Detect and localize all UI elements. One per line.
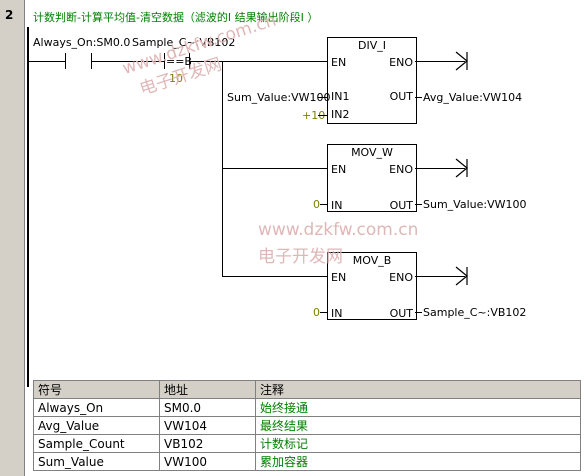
movw-in-operand[interactable]: 0 — [313, 198, 320, 211]
wire — [415, 168, 465, 169]
movb-output-arrow-icon — [455, 266, 468, 286]
network-number: 2 — [5, 8, 14, 22]
wire — [415, 97, 422, 98]
div-i-title: DIV_I — [358, 39, 386, 52]
mov-w-title: MOV_W — [351, 146, 393, 159]
wire — [29, 61, 65, 62]
wire — [318, 115, 327, 116]
comment-cell[interactable]: 始终接通 — [255, 398, 581, 417]
address-cell[interactable]: SM0.0 — [159, 398, 256, 417]
address-cell[interactable]: VW104 — [159, 416, 256, 435]
symbol-cell[interactable]: Sample_Count — [33, 434, 160, 453]
movb-out-operand[interactable]: Sample_C~:VB102 — [423, 306, 527, 319]
wire — [190, 61, 327, 62]
address-cell[interactable]: VW100 — [159, 452, 256, 471]
div-in1-operand[interactable]: Sum_Value:VW100 — [227, 91, 331, 104]
contact1-right-bar[interactable] — [91, 53, 92, 69]
comment-cell[interactable]: 最终结果 — [255, 416, 581, 435]
table-row[interactable]: Always_On SM0.0 始终接通 — [33, 398, 581, 417]
header-comment[interactable]: 注释 — [255, 380, 581, 399]
network-gutter — [0, 0, 25, 476]
mov-b-block[interactable]: MOV_B EN ENO IN OUT — [327, 252, 417, 320]
mov-w-block[interactable]: MOV_W EN ENO IN OUT — [327, 144, 417, 212]
movb-eno-pin: ENO — [389, 271, 413, 284]
contact2-compare-value: 10 — [169, 72, 183, 85]
wire — [92, 61, 132, 62]
contact1-label: Always_On:SM0.0 — [33, 36, 131, 49]
div-in2-pin: IN2 — [331, 108, 350, 121]
symbol-cell[interactable]: Always_On — [33, 398, 160, 417]
contact2-operator: ==B — [166, 55, 192, 68]
wire — [318, 97, 327, 98]
watermark-url-center: www.dzkfw.com.cn — [258, 220, 419, 240]
wire — [132, 61, 164, 62]
symbol-table-header: 符号 地址 注释 — [33, 380, 581, 399]
wire — [415, 61, 465, 62]
table-row[interactable]: Sum_Value VW100 累加容器 — [33, 452, 581, 471]
div-in1-pin: IN1 — [331, 90, 350, 103]
div-eno-pin: ENO — [389, 56, 413, 69]
power-rail — [27, 27, 29, 387]
contact1-left-bar[interactable] — [65, 53, 66, 69]
symbol-cell[interactable]: Avg_Value — [33, 416, 160, 435]
div-out-pin: OUT — [389, 90, 413, 103]
table-row[interactable]: Avg_Value VW104 最终结果 — [33, 416, 581, 435]
div-in2-operand[interactable]: +10 — [302, 109, 326, 122]
wire — [415, 276, 465, 277]
movw-out-pin: OUT — [389, 199, 413, 212]
movw-en-pin: EN — [331, 163, 347, 176]
header-symbol[interactable]: 符号 — [33, 380, 160, 399]
wire — [415, 312, 422, 313]
movb-out-pin: OUT — [389, 307, 413, 320]
comment-cell[interactable]: 计数标记 — [255, 434, 581, 453]
div-i-block[interactable]: DIV_I EN ENO IN1 OUT IN2 — [327, 37, 417, 124]
movw-in-pin: IN — [331, 199, 343, 212]
symbol-table: 符号 地址 注释 Always_On SM0.0 始终接通 Avg_Value … — [33, 380, 581, 471]
header-address[interactable]: 地址 — [159, 380, 256, 399]
wire — [320, 204, 327, 205]
movb-in-operand[interactable]: 0 — [313, 306, 320, 319]
contact2-right-bar[interactable] — [189, 53, 190, 69]
wire — [222, 168, 327, 169]
address-cell[interactable]: VB102 — [159, 434, 256, 453]
contact2-left-bar[interactable] — [164, 53, 165, 69]
wire — [320, 312, 327, 313]
symbol-cell[interactable]: Sum_Value — [33, 452, 160, 471]
network-comment[interactable]: 计数判断-计算平均值-清空数据（滤波的Ⅰ 结果输出阶段Ⅰ ） — [33, 11, 319, 24]
div-en-pin: EN — [331, 56, 347, 69]
comment-cell[interactable]: 累加容器 — [255, 452, 581, 471]
table-row[interactable]: Sample_Count VB102 计数标记 — [33, 434, 581, 453]
movb-in-pin: IN — [331, 307, 343, 320]
div-out-operand[interactable]: Avg_Value:VW104 — [423, 91, 523, 104]
contact2-label: Sample_C~:VB102 — [132, 36, 236, 49]
movb-en-pin: EN — [331, 271, 347, 284]
wire — [415, 204, 422, 205]
div-output-arrow-icon — [455, 51, 468, 71]
wire — [222, 276, 327, 277]
movw-eno-pin: ENO — [389, 163, 413, 176]
movw-out-operand[interactable]: Sum_Value:VW100 — [423, 198, 527, 211]
mov-b-title: MOV_B — [352, 254, 392, 267]
movw-output-arrow-icon — [455, 158, 468, 178]
